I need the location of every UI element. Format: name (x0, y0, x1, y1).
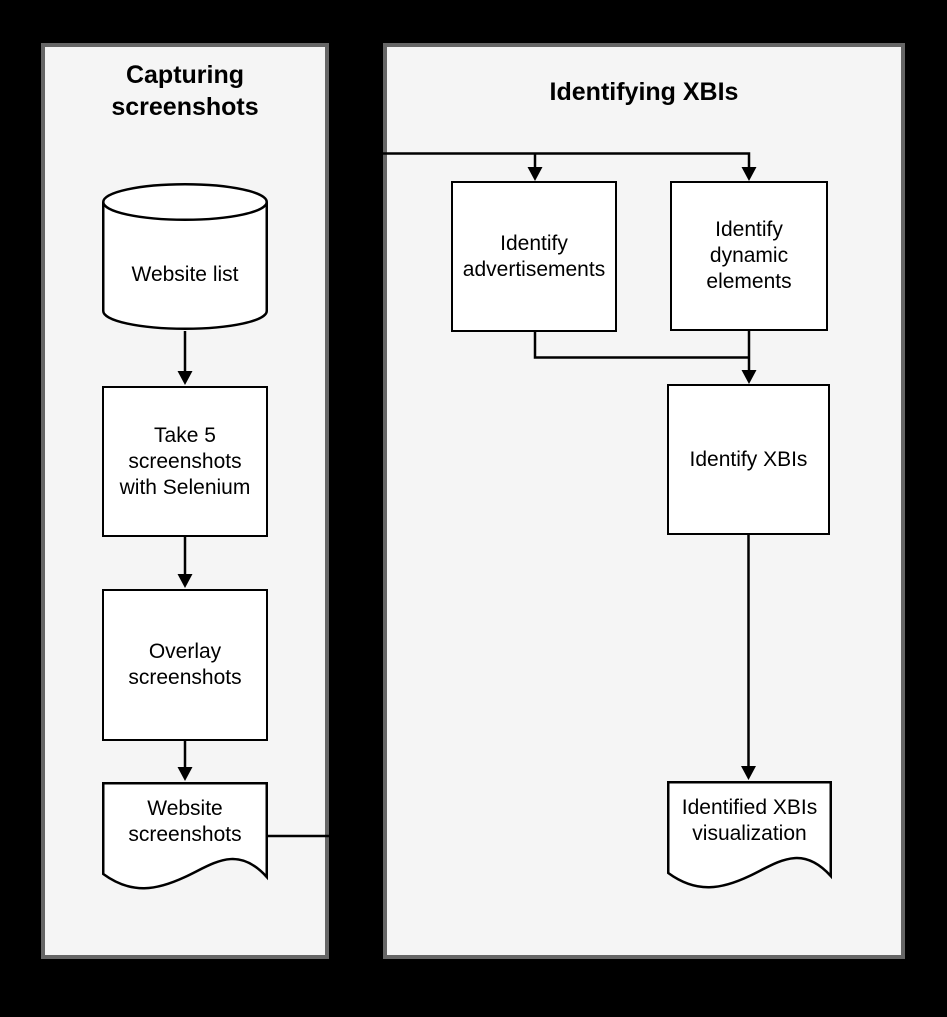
panel-title-identifying-xbis: Identifying XBIs (549, 78, 739, 106)
cylinder-shape (102, 183, 268, 330)
node-identify-dynamic-elements: Identify dynamic elements (670, 181, 828, 331)
node-identify-xbis: Identify XBIs (667, 384, 830, 535)
node-label: Identify advertisements (462, 231, 606, 281)
node-label: Take 5 screenshots with Selenium (119, 423, 251, 499)
node-take-5-screenshots: Take 5 screenshots with Selenium (102, 386, 268, 537)
node-label: Identified XBIs visualization (681, 796, 818, 845)
node-overlay-screenshots: Overlay screenshots (102, 589, 268, 741)
node-identify-advertisements: Identify advertisements (451, 181, 617, 332)
node-website-screenshots: Website screenshots (102, 782, 268, 894)
node-website-list: Website list (102, 183, 268, 330)
node-label: Overlay screenshots (128, 640, 242, 689)
document-shape (102, 782, 268, 890)
node-label: Identify dynamic elements (706, 218, 792, 293)
panel-title-capturing-screenshots: Capturing screenshots (111, 61, 259, 121)
node-label: Identify XBIs (689, 447, 808, 471)
node-label: Website list (131, 263, 239, 286)
node-identified-xbis-visualization: Identified XBIs visualization (667, 781, 832, 893)
node-label: Website screenshots (128, 797, 242, 846)
